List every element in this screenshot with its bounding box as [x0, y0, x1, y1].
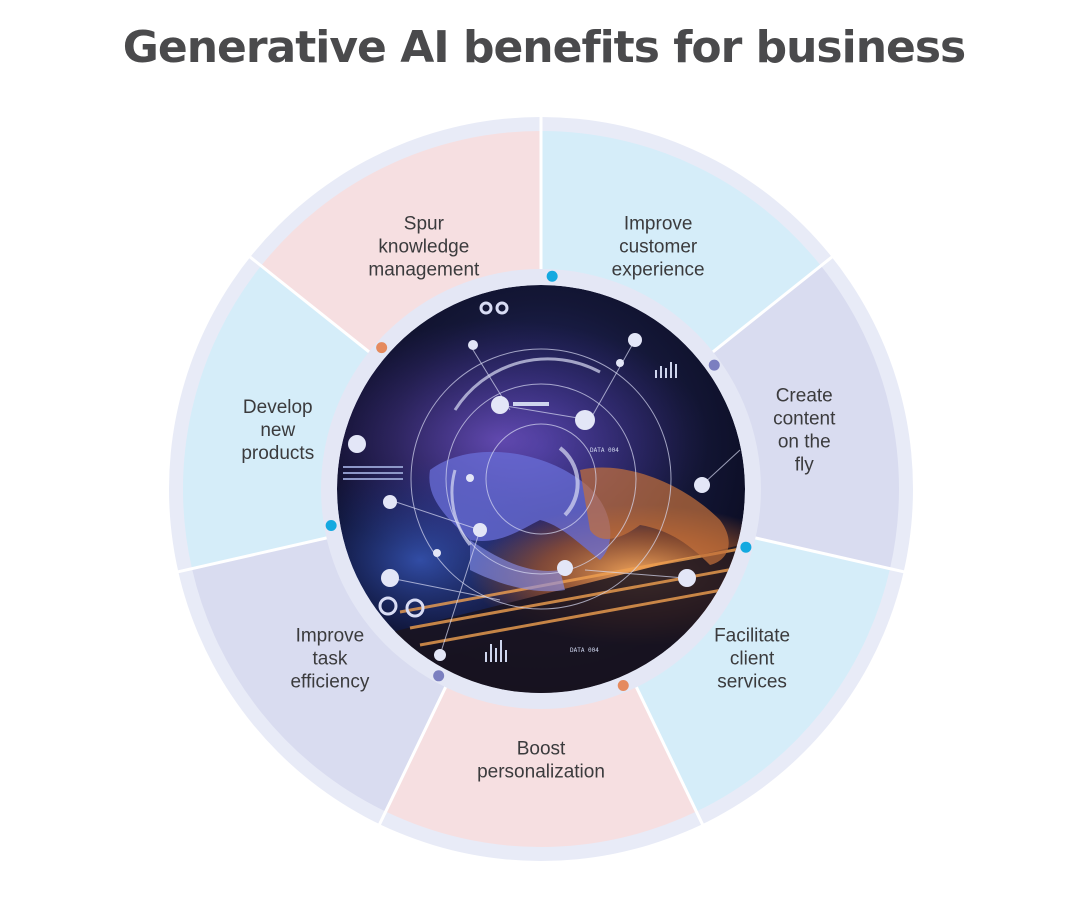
segment-facilitate-client-services — [629, 534, 891, 812]
segment-dot-marker — [376, 342, 388, 354]
segment-improve-customer-experience — [541, 131, 821, 362]
segment-dot-marker — [433, 670, 445, 682]
segment-divider — [739, 532, 906, 574]
segment-divider — [247, 254, 383, 363]
segment-dot-marker — [708, 359, 720, 371]
segment-dot-marker — [617, 679, 629, 691]
hud-overlay — [389, 339, 741, 656]
segment-divider — [628, 672, 705, 827]
hud-nodes — [348, 333, 710, 661]
segment-spur-knowledge-management — [261, 131, 541, 362]
hud-rings — [378, 301, 509, 618]
segment-divider — [699, 254, 835, 363]
segment-dot-marker — [546, 270, 558, 282]
segment-dot-marker — [325, 519, 337, 531]
segment-dot-marker — [740, 541, 752, 553]
svg-text:DATA 004: DATA 004 — [590, 447, 619, 454]
segment-divider — [176, 532, 343, 574]
bar-chart-icon — [485, 362, 677, 662]
page-title: Generative AI benefits for business — [122, 22, 967, 73]
segment-divider — [377, 672, 454, 827]
segment-improve-task-efficiency — [191, 534, 453, 812]
hud-data-text: DATA 004 DATA 004 — [343, 402, 619, 654]
segment-boost-personalization — [385, 672, 697, 848]
svg-text:DATA 004: DATA 004 — [570, 647, 599, 654]
